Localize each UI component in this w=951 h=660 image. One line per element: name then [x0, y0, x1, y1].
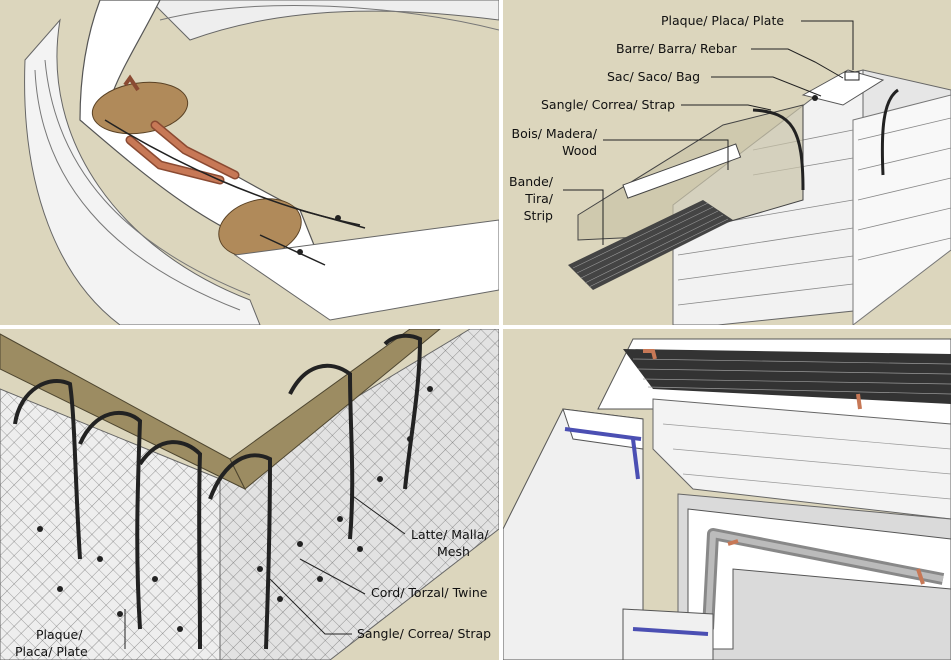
mesh-strip-lines	[572, 202, 729, 288]
twine-ties	[37, 386, 433, 632]
rebar-markers	[643, 349, 925, 585]
leader-strip	[563, 189, 604, 245]
wall-corner-illustration: Plaque/ Placa/ Plate Barre/ Barra/ Rebar…	[509, 13, 951, 325]
label-mesh-1: Latte/ Malla/	[411, 527, 489, 542]
mesh-corner-illustration: Latte/ Malla/ Mesh Cord/ Torzal/ Twine S…	[0, 329, 499, 660]
label-wood-1: Bois/ Madera/	[512, 126, 598, 141]
top-view-illustration	[503, 338, 951, 660]
leader-mesh	[349, 493, 406, 535]
rebar-rod	[152, 122, 238, 178]
label-rebar: Barre/ Barra/ Rebar	[616, 41, 737, 56]
leader-wood	[603, 139, 729, 170]
curved-wall-illustration	[24, 0, 499, 325]
mesh-left	[0, 389, 220, 660]
label-twine: Cord/ Torzal/ Twine	[371, 585, 488, 600]
leader-bag	[711, 76, 822, 97]
mesh-right	[220, 329, 499, 660]
panel-curved-wall	[0, 0, 499, 325]
leader-rebar	[751, 48, 844, 79]
label-plate: Plaque/ Placa/ Plate	[661, 13, 784, 28]
leader-strap	[269, 578, 352, 635]
leader-twine	[299, 558, 366, 595]
straps-group	[13, 333, 423, 650]
label-bag: Sac/ Saco/ Bag	[607, 69, 700, 84]
wood-board	[622, 143, 742, 199]
blue-strap	[564, 427, 642, 441]
left-pillar	[503, 408, 644, 660]
label-strip-2: Tira/	[524, 191, 554, 206]
barbed-wire	[259, 234, 326, 266]
course-line	[34, 69, 241, 311]
rebar-rod	[127, 137, 223, 183]
strap	[752, 108, 805, 191]
pipe-highlight	[705, 531, 944, 630]
leader-strap	[681, 104, 772, 111]
ring-far-side	[149, 0, 499, 41]
label-wood-2: Wood	[562, 143, 597, 158]
mesh-strip	[568, 200, 733, 290]
blue-strap	[631, 438, 640, 480]
course-line	[159, 5, 499, 31]
panel-mesh-corner-labelled: Latte/ Malla/ Mesh Cord/ Torzal/ Twine S…	[0, 329, 499, 660]
mesh-strip-lines	[632, 358, 951, 395]
panel-top-view	[503, 329, 951, 660]
label-strip-3: Strip	[524, 208, 553, 223]
label-plate-1: Plaque/	[36, 627, 83, 642]
label-plate-2: Placa/ Plate	[15, 644, 88, 659]
barbed-wire	[299, 209, 366, 229]
brick-lines	[662, 423, 951, 500]
plate-marker	[844, 71, 860, 81]
course-line	[44, 59, 251, 296]
bag-marker	[812, 95, 818, 101]
wire-barb	[297, 249, 303, 255]
wall-lower-courses	[24, 18, 261, 325]
wall-top	[801, 69, 885, 106]
rebar-hook	[123, 74, 140, 92]
strap	[880, 88, 899, 176]
label-strap: Sangle/ Correa/ Strap	[541, 97, 675, 112]
panel-wall-corner-labelled: Plaque/ Placa/ Plate Barre/ Barra/ Rebar…	[503, 0, 951, 325]
blue-strap	[632, 627, 709, 636]
bag-end-soil	[91, 81, 189, 135]
lower-pillar	[622, 608, 714, 660]
leader-plate	[801, 20, 854, 70]
inner-wall-face	[652, 398, 951, 520]
lower-bag-course	[233, 219, 499, 321]
inner-wall-face	[852, 94, 951, 325]
wire-barb	[335, 215, 341, 221]
label-strip-1: Bande/	[509, 174, 554, 189]
label-strap: Sangle/ Correa/ Strap	[357, 626, 491, 641]
label-mesh-2: Mesh	[437, 544, 470, 559]
